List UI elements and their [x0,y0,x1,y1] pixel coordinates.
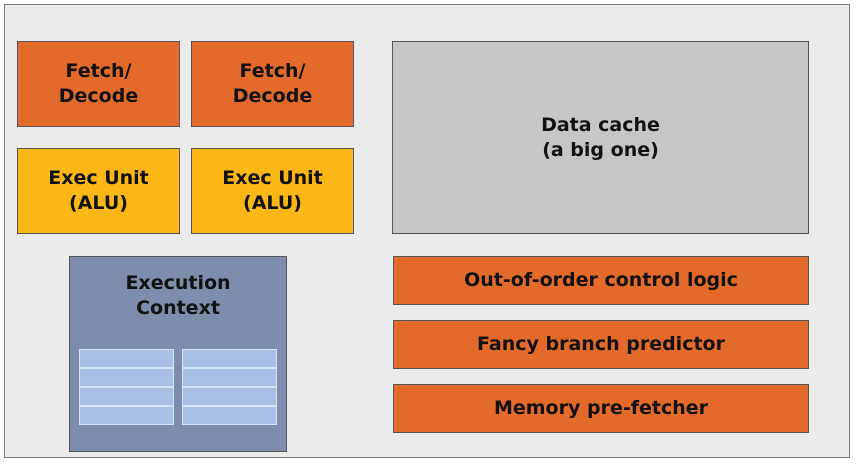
fetch-decode-label-1: Fetch/ Decode [58,60,139,107]
register-slot [79,368,174,387]
processor-core-diagram: Fetch/ Decode Fetch/ Decode Exec Unit (A… [4,4,850,458]
execution-context-block: Execution Context [69,256,287,452]
memory-prefetcher-block: Memory pre-fetcher [393,384,809,433]
fetch-decode-block-1: Fetch/ Decode [17,41,180,127]
branch-predictor-label: Fancy branch predictor [477,333,725,356]
ooo-control-logic-label: Out-of-order control logic [464,269,738,292]
branch-predictor-block: Fancy branch predictor [393,320,809,369]
register-file-right [182,349,277,425]
fetch-decode-block-2: Fetch/ Decode [191,41,354,127]
memory-prefetcher-label: Memory pre-fetcher [493,397,709,420]
register-slot [79,387,174,406]
register-slot [182,406,277,425]
register-slot [182,387,277,406]
data-cache-label: Data cache (a big one) [541,113,660,161]
exec-unit-label-2: Exec Unit (ALU) [222,167,323,214]
exec-unit-block-2: Exec Unit (ALU) [191,148,354,234]
data-cache-block: Data cache (a big one) [392,41,809,234]
fetch-decode-label-2: Fetch/ Decode [232,60,313,107]
register-slot [182,368,277,387]
execution-context-label: Execution Context [125,272,231,319]
ooo-control-logic-block: Out-of-order control logic [393,256,809,305]
register-file-left [79,349,174,425]
register-slot [79,349,174,368]
exec-unit-label-1: Exec Unit (ALU) [48,167,149,214]
register-slot [79,406,174,425]
exec-unit-block-1: Exec Unit (ALU) [17,148,180,234]
register-slot [182,349,277,368]
